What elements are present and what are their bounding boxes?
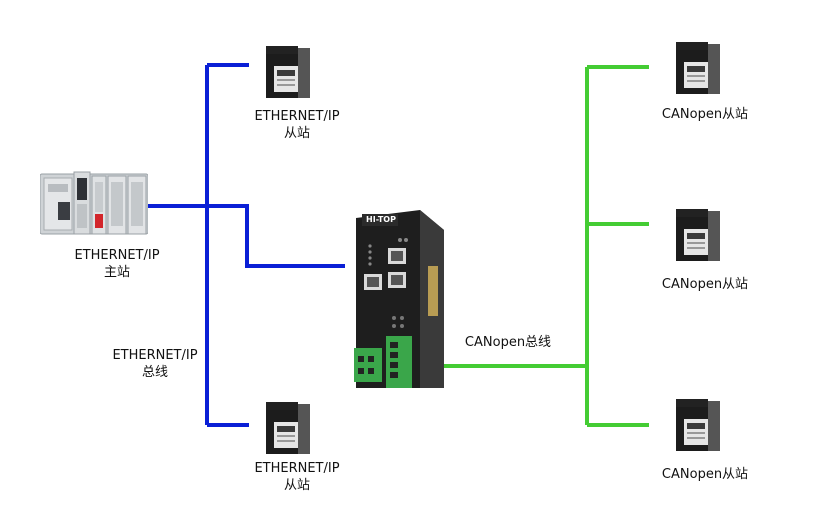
ethernet-bus-label: ETHERNET/IP 总线 — [100, 347, 210, 381]
drive-image — [266, 46, 310, 98]
ethernet-bus-label-line2: 总线 — [141, 365, 168, 380]
ethernet-slave-label-top: ETHERNET/IP 从站 — [242, 108, 352, 142]
ethernet-slave-bottom-line2: 从站 — [283, 478, 310, 493]
canopen-slave-label-1: CANopen从站 — [661, 107, 749, 122]
ethernet-slave-bottom-line1: ETHERNET/IP — [254, 461, 340, 476]
drive-image — [676, 42, 720, 94]
master-label: ETHERNET/IP 主站 — [62, 247, 172, 281]
ethernet-branch-gateway — [207, 204, 345, 268]
canopen-slave-label-3: CANopen从站 — [661, 467, 749, 482]
drive-image — [266, 402, 310, 454]
drive-image — [676, 399, 720, 451]
plc-rack-image — [39, 171, 149, 235]
canopen-slave-label-2: CANopen从站 — [661, 277, 749, 292]
canopen-bus-lines — [443, 65, 649, 427]
canopen-slave-device-1 — [672, 40, 724, 98]
canopen-bus-label: CANopen总线 — [464, 335, 552, 350]
ethernet-bus-lines — [147, 63, 345, 427]
ethernet-bus-label-line1: ETHERNET/IP — [112, 348, 198, 363]
master-label-line2: 主站 — [103, 265, 130, 280]
ethernet-slave-device-bottom — [262, 400, 314, 458]
master-label-line1: ETHERNET/IP — [74, 248, 160, 263]
gateway-image — [354, 210, 444, 388]
ethernet-slave-device-top — [262, 44, 314, 102]
ethernet-slave-top-line1: ETHERNET/IP — [254, 109, 340, 124]
gateway-brand: HI-TOP — [366, 215, 396, 224]
canopen-slave-device-3 — [672, 397, 724, 455]
gateway-device: HI-TOP — [348, 206, 446, 392]
plc-master-device — [39, 168, 149, 238]
ethernet-slave-top-line2: 从站 — [283, 126, 310, 141]
ethernet-slave-label-bottom: ETHERNET/IP 从站 — [242, 460, 352, 494]
drive-image — [676, 209, 720, 261]
canopen-slave-device-2 — [672, 207, 724, 265]
